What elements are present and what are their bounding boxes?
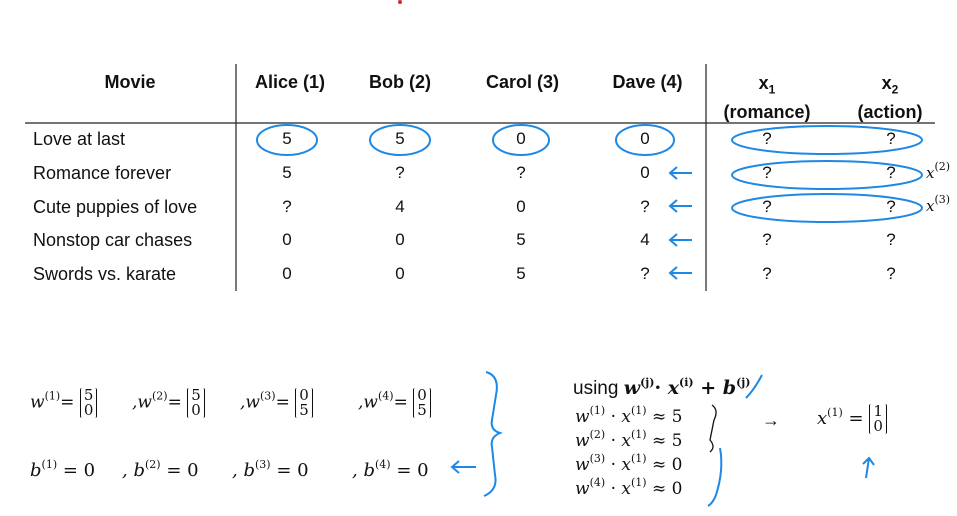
feature-cell-x2: ? <box>886 197 896 216</box>
dot-product-equation: w(3) · x(1) ≈ 0 <box>575 452 683 475</box>
feature-cell-x2: ? <box>886 264 896 283</box>
rating-cell: ? <box>640 264 650 283</box>
rating-cell: ? <box>395 163 405 182</box>
dot-product-equation: w(4) · x(1) ≈ 0 <box>575 476 683 499</box>
movie-title: Cute puppies of love <box>33 197 198 217</box>
header-dave: Dave (4) <box>612 72 683 92</box>
rating-cell: 0 <box>516 197 526 216</box>
derivation-arrow: → <box>762 410 780 430</box>
b3-param: , b(3) = 0 <box>232 458 309 481</box>
rating-cell: 0 <box>282 230 292 249</box>
rating-cell: 0 <box>640 129 650 148</box>
annotation-x2: x(2) <box>926 160 951 182</box>
rating-cell: 0 <box>516 129 526 148</box>
feature-cell-x1: ? <box>762 163 772 182</box>
feature-cell-x1: ? <box>762 197 772 216</box>
rating-cell: 0 <box>640 163 650 182</box>
rating-cell: 4 <box>640 230 650 249</box>
b4-param: , b(4) = 0 <box>352 458 429 481</box>
rating-cell: 0 <box>395 230 405 249</box>
b2-param: , b(2) = 0 <box>122 458 199 481</box>
feature-cell-x1: ? <box>762 129 772 148</box>
rating-cell: ? <box>516 163 526 182</box>
feature-cell-x2: ? <box>886 163 896 182</box>
feature-cell-x1: ? <box>762 264 772 283</box>
b1-param: b(1) = 0 <box>30 458 96 481</box>
feature-cell-x2: ? <box>886 129 896 148</box>
movie-title: Romance forever <box>33 163 172 183</box>
movie-title: Nonstop car chases <box>33 230 193 250</box>
red-dot <box>398 0 402 4</box>
rating-cell: 5 <box>516 230 526 249</box>
header-x2: x2 (action) <box>857 73 923 122</box>
rating-cell: ? <box>282 197 292 216</box>
feature-cell-x2: ? <box>886 230 896 249</box>
rating-cell: 4 <box>395 197 405 216</box>
annotation-x3: x(3) <box>926 193 951 215</box>
header-bob: Bob (2) <box>369 72 431 92</box>
dot-product-equation: w(2) · x(1) ≈ 5 <box>575 428 683 451</box>
using-formula: using w(j)· x(i) + b(j) <box>573 376 751 399</box>
rating-cell: 5 <box>282 163 292 182</box>
header-alice: Alice (1) <box>254 72 326 92</box>
rating-cell: 5 <box>516 264 526 283</box>
rating-cell: 0 <box>282 264 292 283</box>
movie-title: Love at last <box>33 129 126 149</box>
rating-cell: ? <box>640 197 650 216</box>
feature-cell-x1: ? <box>762 230 772 249</box>
header-carol: Carol (3) <box>485 72 559 92</box>
dot-product-equation: w(1) · x(1) ≈ 5 <box>575 404 683 427</box>
rating-cell: 5 <box>282 129 292 148</box>
rating-cell: 5 <box>395 129 405 148</box>
header-movie: Movie <box>104 72 156 92</box>
header-x1: x1 (romance) <box>723 73 811 122</box>
movie-title: Swords vs. karate <box>33 264 177 284</box>
rating-cell: 0 <box>395 264 405 283</box>
